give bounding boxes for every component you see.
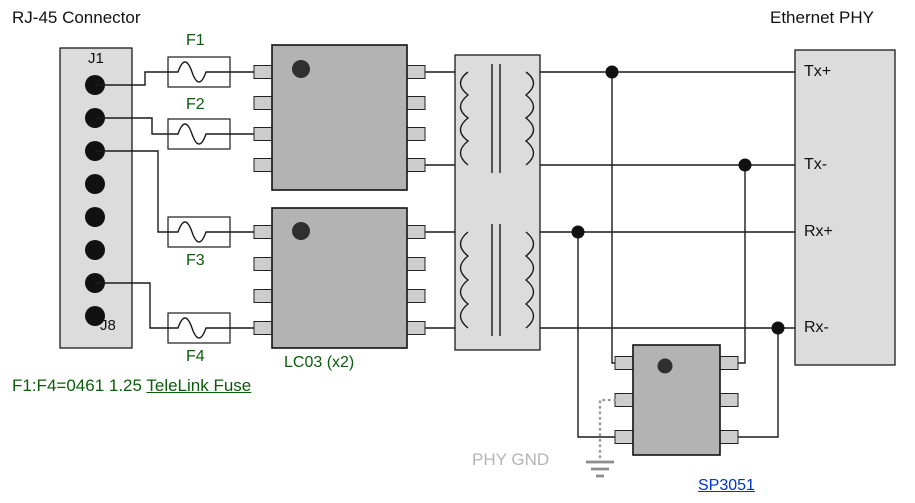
fuse-symbol: [168, 221, 230, 243]
fuse-symbol: [168, 317, 230, 339]
j1-label: J1: [88, 50, 104, 67]
ethernet-phy-title: Ethernet PHY: [770, 8, 874, 27]
pin1-dot: [292, 60, 310, 78]
winding: [524, 231, 535, 329]
wire: [738, 328, 779, 438]
chip-pin: [253, 96, 273, 110]
phy-pin-tx-plus: Tx+: [804, 63, 832, 80]
chip-pin: [614, 356, 634, 370]
fuse-symbol: [168, 61, 230, 83]
sp3051-chip: [614, 344, 739, 456]
wire: [611, 72, 615, 364]
fuse-note: F1:F4=0461 1.25 TeleLink Fuse: [12, 376, 251, 396]
chip-pin: [614, 393, 634, 407]
junction-dot: [738, 158, 752, 172]
rj45-connector: [59, 47, 133, 349]
phy-gnd-label: PHY GND: [472, 450, 550, 469]
fuse-f3: [167, 216, 231, 248]
junction-dot: [571, 225, 585, 239]
chip-pin: [719, 356, 739, 370]
chip-pin: [406, 225, 426, 239]
rj45-pin: [85, 174, 105, 194]
chip-pin: [406, 127, 426, 141]
rj45-title: RJ-45 Connector: [12, 8, 141, 27]
rj45-pin: [85, 240, 105, 260]
fuse-f2: [167, 118, 231, 150]
chip-pin: [406, 257, 426, 271]
winding: [459, 231, 470, 329]
f1-label: F1: [186, 32, 205, 49]
chip-body: [271, 44, 408, 191]
chip-pin: [253, 65, 273, 79]
junction-dot: [605, 65, 619, 79]
wire: [95, 282, 168, 329]
chip-pin: [253, 158, 273, 172]
phy-pin-tx-minus: Tx-: [804, 156, 828, 173]
wire: [95, 150, 168, 233]
lc03-label: LC03 (x2): [284, 354, 355, 371]
telelink-fuse-link[interactable]: TeleLink Fuse: [146, 376, 252, 395]
fuse-f1: [167, 56, 231, 88]
lc03-chip-1: [253, 44, 426, 191]
pin1-dot: [292, 222, 310, 240]
rj45-pin: [85, 306, 105, 326]
f2-label: F2: [186, 96, 205, 113]
chip-pin: [719, 393, 739, 407]
ethernet-phy-box: [794, 49, 896, 366]
fuse-f4: [167, 312, 231, 344]
chip-pin: [406, 96, 426, 110]
winding: [459, 71, 470, 166]
phy-gnd-dotted-wire: [598, 398, 617, 462]
rj45-pin: [85, 207, 105, 227]
transformer: [454, 54, 541, 351]
chip-pin: [253, 257, 273, 271]
wire: [738, 165, 746, 364]
chip-pin: [253, 225, 273, 239]
chip-pin: [406, 158, 426, 172]
chip-pin: [719, 430, 739, 444]
f3-label: F3: [186, 252, 205, 269]
chip-pin: [253, 289, 273, 303]
lc03-chip-2: [253, 207, 426, 349]
fuse-note-text: F1:F4=0461 1.25: [12, 376, 147, 395]
winding: [524, 71, 535, 166]
ground-symbol: [586, 460, 614, 478]
junction-dot: [771, 321, 785, 335]
chip-body: [632, 344, 721, 456]
chip-pin: [253, 127, 273, 141]
wire: [577, 232, 615, 438]
wire: [95, 117, 168, 135]
j8-label: J8: [100, 317, 116, 334]
pin1-dot: [657, 358, 673, 374]
chip-pin: [253, 321, 273, 335]
f4-label: F4: [186, 348, 205, 365]
phy-pin-rx-plus: Rx+: [804, 223, 833, 240]
chip-pin: [614, 430, 634, 444]
sp3051-link[interactable]: SP3051: [698, 477, 755, 494]
wire: [95, 71, 168, 86]
chip-pin: [406, 289, 426, 303]
transformer-body: [454, 54, 541, 351]
chip-pin: [406, 65, 426, 79]
rj45-body: [59, 47, 133, 349]
chip-pin: [406, 321, 426, 335]
fuse-symbol: [168, 123, 230, 145]
phy-pin-rx-minus: Rx-: [804, 319, 829, 336]
